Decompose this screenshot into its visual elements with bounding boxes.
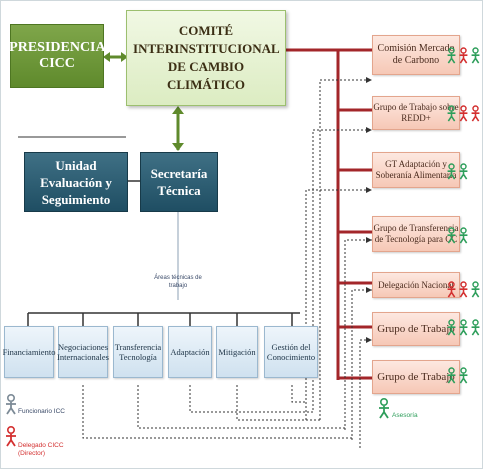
- area-gestion: Gestión del Conocimiento: [264, 326, 318, 378]
- person-icon: [458, 366, 469, 388]
- person-icon: [446, 46, 457, 68]
- group-icons-row: [446, 162, 469, 184]
- legend-asesoria-text: Asesoría: [392, 412, 418, 419]
- group-icons-row: [446, 366, 469, 388]
- legend-funcionario: [4, 393, 18, 421]
- person-icon: [379, 397, 389, 419]
- person-icon: [446, 366, 457, 388]
- secretaria-box: Secretaría Técnica: [140, 152, 218, 212]
- area-negociaciones: Negociaciones Internacionales: [57, 326, 109, 378]
- arrow-head-right: [121, 52, 128, 62]
- presidencia-box: PRESIDENCIA CICC: [9, 24, 106, 88]
- person-icon: [458, 280, 469, 302]
- person-icon: [470, 46, 481, 68]
- person-icon: [446, 162, 457, 184]
- person-icon: [446, 318, 457, 340]
- area-transferencia: Transferencia Tecnología: [113, 326, 163, 378]
- legend-delegado-text: Delegado CICC (Director): [18, 442, 64, 457]
- person-icon: [470, 104, 481, 126]
- area-financiamiento: Financiamiento: [3, 326, 55, 378]
- person-icon: [6, 425, 16, 447]
- arrow-head-down: [172, 143, 184, 151]
- group-adaptacion: GT Adaptación y Soberanía Alimentaria: [372, 152, 460, 188]
- group-trabajo-2: Grupo de Trabajo: [372, 360, 460, 394]
- group-delegacion: Delegación Nacional: [372, 272, 460, 298]
- person-icon: [446, 226, 457, 248]
- person-icon: [458, 104, 469, 126]
- person-icon: [470, 280, 481, 302]
- arrow-head-left: [103, 52, 110, 62]
- person-icon: [6, 393, 16, 415]
- group-redd: Grupo de Trabajo sobre REDD+: [372, 96, 460, 130]
- legend-funcionario-text: Funcionario ICC: [18, 408, 65, 415]
- person-icon: [458, 318, 469, 340]
- legend-delegado: [4, 425, 18, 453]
- group-icons-row: [446, 226, 469, 248]
- person-icon: [446, 104, 457, 126]
- group-icons-row: [446, 46, 481, 68]
- person-icon: [458, 226, 469, 248]
- group-mercado-carbono: Comisión Mercado de Carbono: [372, 35, 460, 75]
- person-icon: [458, 162, 469, 184]
- comite-box: COMITÉ INTERINSTITUCIONAL DE CAMBIO CLIM…: [126, 10, 286, 106]
- unidad-box: Unidad Evaluación y Seguimiento: [24, 152, 128, 212]
- group-icons-row: [446, 318, 481, 340]
- area-mitigacion: Mitigación: [216, 326, 258, 378]
- person-icon: [446, 280, 457, 302]
- group-trabajo-1: Grupo de Trabajo: [372, 312, 460, 346]
- person-icon: [470, 318, 481, 340]
- area-adaptacion: Adaptación: [168, 326, 212, 378]
- group-icons-row: [446, 280, 481, 302]
- group-transferencia: Grupo de Transferencia de Tecnología par…: [372, 216, 460, 252]
- group-icons-row: [446, 104, 481, 126]
- legend-asesoria: [377, 397, 391, 425]
- arrow-head-up: [172, 106, 184, 114]
- areas-label: Áreas técnicas de trabajo: [154, 275, 202, 289]
- person-icon: [458, 46, 469, 68]
